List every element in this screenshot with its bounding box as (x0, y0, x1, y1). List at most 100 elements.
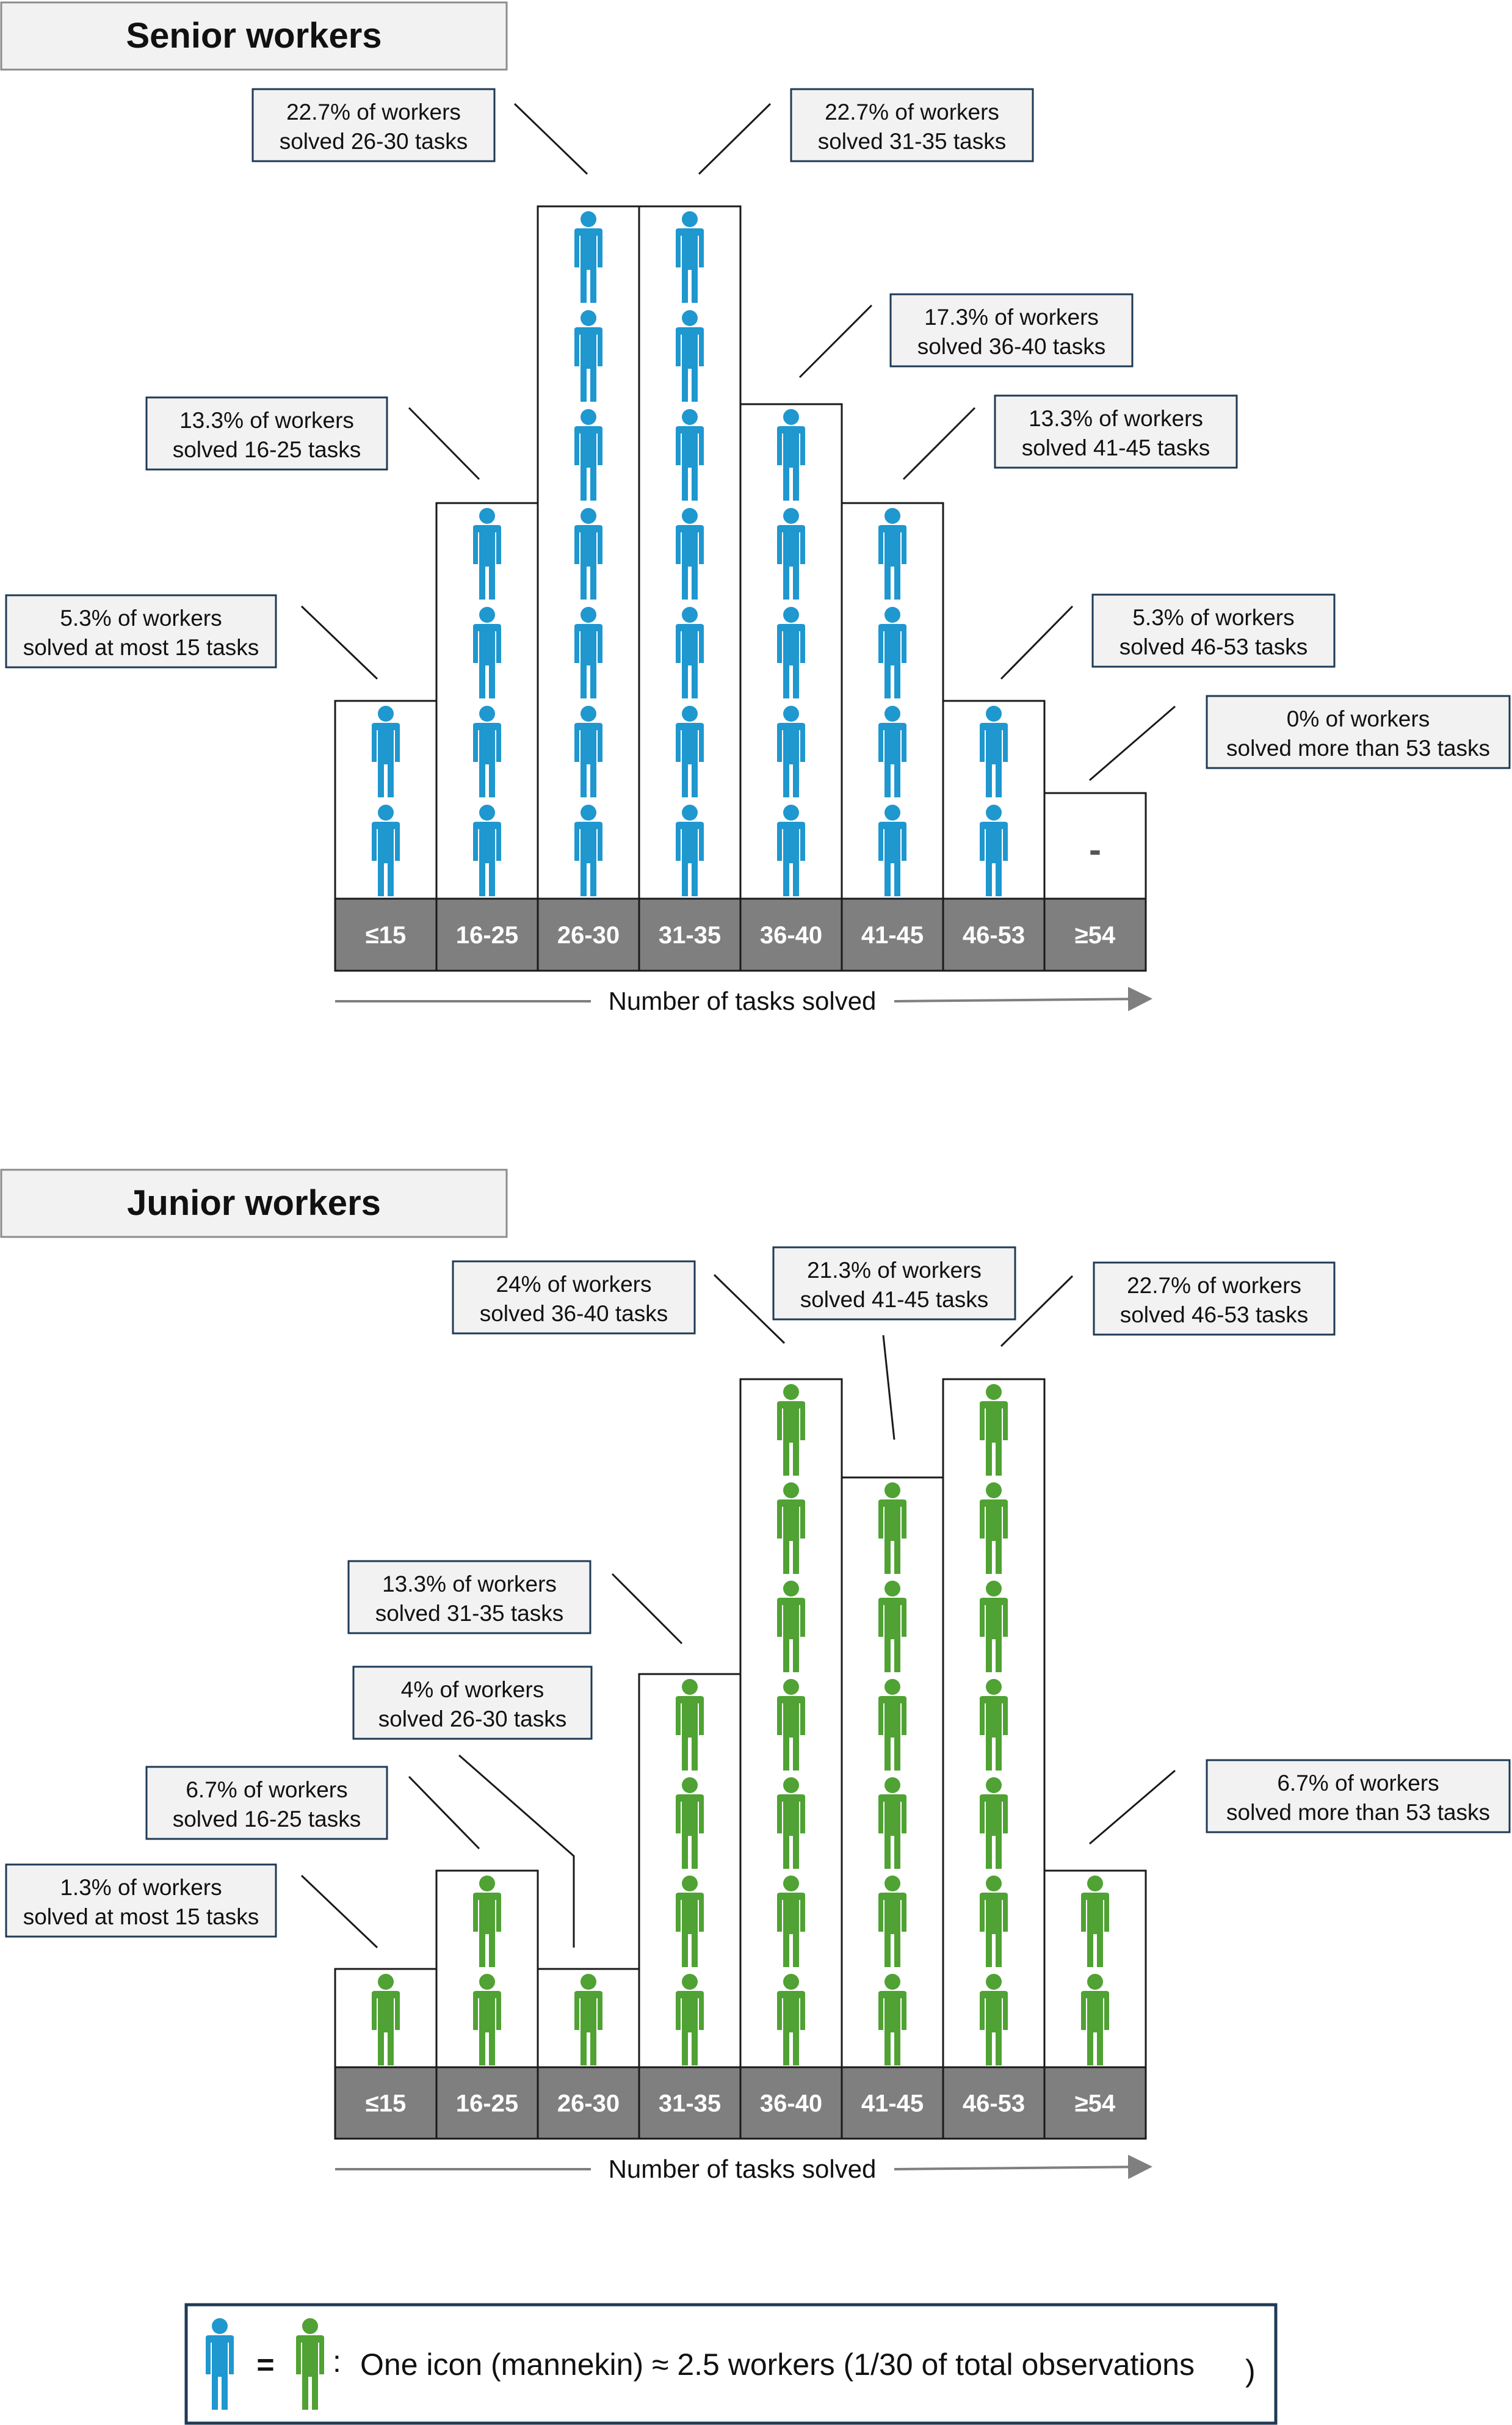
mannekin-icon (574, 211, 602, 303)
mannekin-icon (878, 1482, 906, 1574)
mannekin-icon (676, 310, 704, 402)
annotation-line-2: solved 31-35 tasks (818, 129, 1007, 154)
mannekin-icon (878, 1581, 906, 1672)
category-cell (739, 2066, 843, 2140)
mannekin-icon (574, 1974, 602, 2065)
category-cell (537, 2066, 640, 2140)
mannekin-icon (777, 508, 805, 600)
annotation-line-1: 5.3% of workers (60, 606, 222, 631)
annotation-line-1: 13.3% of workers (179, 408, 354, 433)
category-cell (435, 2066, 539, 2140)
x-tick-label: 31-35 (659, 2090, 721, 2117)
x-tick-label: 16-25 (456, 2090, 518, 2117)
mannekin-icon (676, 706, 704, 797)
category-cell (638, 897, 742, 972)
annotation-line-2: solved 36-40 tasks (480, 1301, 668, 1326)
annotation-line-1: 1.3% of workers (60, 1875, 222, 1900)
mannekin-icon (777, 409, 805, 501)
x-axis-label: Number of tasks solved (609, 2155, 877, 2183)
x-axis-label: Number of tasks solved (609, 987, 877, 1015)
annotation-line-2: solved 26-30 tasks (280, 129, 468, 154)
leader-line (513, 103, 588, 175)
bar-6 (841, 1476, 944, 2068)
mannekin-icon (980, 1384, 1008, 1476)
mannekin-icon (473, 607, 501, 698)
mannekin-icon (878, 805, 906, 896)
annotation-line-2: solved 16-25 tasks (173, 1807, 361, 1832)
x-tick-label: ≤15 (366, 922, 406, 949)
mannekin-icon (878, 706, 906, 797)
mannekin-icon (980, 1679, 1008, 1771)
annotation-line-2: solved 46-53 tasks (1120, 1302, 1309, 1327)
mannekin-icon (1081, 1876, 1109, 1967)
annotation-box (1091, 593, 1336, 668)
annotation-box (352, 1666, 593, 1740)
annotation-line-1: 22.7% of workers (825, 100, 999, 125)
mannekin-icon (473, 706, 501, 797)
x-tick-label: 26-30 (557, 2090, 620, 2117)
mannekin-icon (878, 1777, 906, 1869)
bar-8 (1043, 792, 1147, 900)
mannekin-icon (574, 706, 602, 797)
mannekin-icon (980, 805, 1008, 896)
mannekin-icon (574, 310, 602, 402)
mannekin-icon (777, 706, 805, 797)
mannekin-icon (777, 1974, 805, 2065)
x-tick-label: ≥54 (1075, 922, 1116, 949)
category-cell (739, 897, 843, 972)
annotation-line-2: solved 41-45 tasks (800, 1287, 989, 1312)
annotation-line-2: solved 31-35 tasks (375, 1601, 564, 1626)
x-tick-label: 41-45 (861, 922, 924, 949)
annotation-line-2: solved at most 15 tasks (23, 1904, 259, 1929)
annotation-line-1: 4% of workers (401, 1677, 544, 1702)
mannekin-icon (777, 607, 805, 698)
mannekin-icon (980, 1876, 1008, 1967)
leader-line (882, 1335, 895, 1440)
mannekin-icon (676, 1777, 704, 1869)
legend-text: One icon (mannekin) ≈ 2.5 workers (1/30 … (360, 2347, 1195, 2382)
leader-line (611, 1573, 683, 1645)
annotation-box (790, 88, 1034, 162)
mannekin-icon (777, 1581, 805, 1672)
x-tick-label: 36-40 (760, 922, 822, 949)
category-cell (334, 2066, 438, 2140)
annotation-line-1: 5.3% of workers (1132, 605, 1294, 630)
icon-legend: =:One icon (mannekin) ≈ 2.5 workers (1/3… (184, 2303, 1278, 2425)
annotation-line-2: solved 16-25 tasks (173, 437, 361, 462)
annotation-line-1: 24% of workers (496, 1272, 652, 1297)
x-tick-label: ≥54 (1075, 2090, 1116, 2117)
mannekin-icon (777, 805, 805, 896)
annotation-box (347, 1560, 591, 1634)
category-cell (841, 2066, 944, 2140)
annotation-line-2: solved 36-40 tasks (917, 334, 1106, 359)
annotation-box (251, 88, 496, 162)
annotation-box (994, 394, 1238, 469)
leader-line (713, 1274, 786, 1344)
legend-close-paren: ) (1245, 2354, 1256, 2388)
annotation-line-1: 13.3% of workers (382, 1571, 557, 1597)
annotation-box (452, 1260, 696, 1335)
leader-line (1089, 1769, 1176, 1845)
mannekin-icon (676, 805, 704, 896)
annotation-box (1206, 695, 1511, 769)
mannekin-icon (473, 508, 501, 600)
leader-line (300, 605, 378, 680)
category-cell (537, 897, 640, 972)
category-cell (1043, 897, 1147, 972)
mannekin-icon (980, 1974, 1008, 2065)
legend-equals: = (256, 2347, 274, 2382)
annotation-box (1093, 1261, 1336, 1336)
legend-box (184, 2303, 1278, 2425)
leader-line (458, 1754, 575, 1948)
chart-title-box (0, 1, 508, 71)
mannekin-icon (676, 409, 704, 501)
annotation-line-1: 0% of workers (1287, 706, 1430, 731)
mannekin-icon (676, 1679, 704, 1771)
category-cell (942, 897, 1046, 972)
category-cell (1043, 2066, 1147, 2140)
x-tick-label: 36-40 (760, 2090, 822, 2117)
mannekin-icon (676, 508, 704, 600)
mannekin-icon (878, 1974, 906, 2065)
